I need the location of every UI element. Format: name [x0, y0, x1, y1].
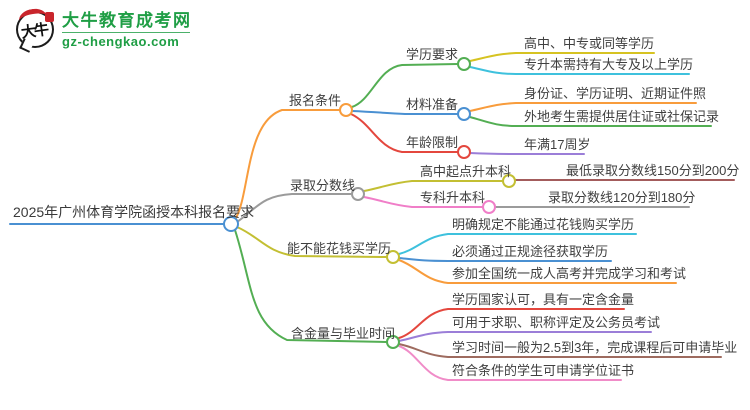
node-circle-education-requirement: [457, 57, 471, 71]
branch-can-money-buy-degree: 能不能花钱买学历: [287, 241, 392, 256]
edge-enrollment-conditions: [235, 109, 341, 219]
leaf-highschool-equivalent: 高中、中专或同等学历: [524, 36, 655, 51]
site-name: 大牛教育成考网: [62, 11, 192, 30]
edge-college-to-bachelor: [363, 196, 483, 208]
leaf-residence-proof: 外地考生需提供居住证或社保记录: [524, 109, 720, 124]
node-material-preparation: 材料准备: [406, 97, 459, 112]
site-logo[interactable]: 大牛 大牛教育成考网 gz-chengkao.com: [16, 6, 192, 49]
leaf-score-150-200: 最低录取分数线150分到200分: [566, 163, 740, 178]
node-circle-college-to-bachelor: [482, 200, 496, 214]
edge-leaf-residence-proof: [469, 116, 712, 127]
leaf-job-title-civil-exam: 可用于求职、职称评定及公务员考试: [452, 315, 661, 330]
edge-leaf-national-exam: [398, 259, 677, 284]
leaf-formal-channels: 必须通过正规途径获取学历: [452, 244, 609, 259]
leaf-cannot-buy-degree: 明确规定不能通过花钱购买学历: [452, 217, 635, 232]
branch-admission-score-line: 录取分数线: [290, 178, 356, 193]
logo-bubble-icon: 大牛: [16, 6, 54, 48]
logo-divider: [62, 32, 190, 33]
node-circle-value-and-graduation-time: [386, 335, 400, 349]
branch-value-and-graduation-time: 含金量与毕业时间: [291, 326, 396, 341]
leaf-state-recognized: 学历国家认可，具有一定含金量: [452, 292, 635, 307]
leaf-degree-certificate: 符合条件的学生可申请学位证书: [452, 363, 635, 378]
edge-leaf-cannot-buy-degree: [398, 233, 637, 255]
edge-admission-score-line: [236, 193, 352, 223]
node-circle-root: [223, 216, 239, 232]
node-circle-highschool-to-bachelor: [502, 174, 516, 188]
leaf-national-exam: 参加全国统一成人高考并完成学习和考试: [452, 266, 687, 281]
leaf-study-duration: 学习时间一般为2.5到3年，完成课程后可申请毕业: [452, 340, 738, 355]
edge-leaf-age-17: [469, 152, 585, 155]
node-circle-can-money-buy-degree: [386, 250, 400, 264]
leaf-college-diploma-needed: 专升本需持有大专及以上学历: [524, 57, 694, 72]
edge-age-limit: [350, 113, 459, 153]
node-circle-admission-score-line: [351, 187, 365, 201]
site-url: gz-chengkao.com: [62, 34, 180, 49]
node-circle-material-preparation: [457, 107, 471, 121]
edge-leaf-id-documents: [469, 102, 697, 112]
node-circle-age-limit: [457, 145, 471, 159]
node-circle-enrollment-conditions: [339, 103, 353, 117]
node-college-to-bachelor: 专科升本科: [420, 190, 486, 205]
edge-leaf-college-diploma-needed: [469, 66, 690, 75]
node-age-limit: 年龄限制: [406, 135, 459, 150]
edge-leaf-job-title-civil-exam: [398, 331, 652, 342]
edge-value-and-graduation-time: [234, 229, 387, 343]
leaf-age-17: 年满17周岁: [524, 137, 591, 152]
root-topic-label: 2025年广州体育学院函授本科报名要求: [13, 204, 255, 220]
edge-leaf-state-recognized: [398, 308, 625, 339]
edge-material-preparation: [351, 110, 459, 115]
leaf-score-120-180: 录取分数线120分到180分: [548, 190, 696, 205]
edge-can-money-buy-degree: [236, 226, 387, 258]
logo-text-block: 大牛教育成考网 gz-chengkao.com: [62, 11, 192, 49]
edge-leaf-study-duration: [398, 343, 722, 358]
node-highschool-to-bachelor: 高中起点升本科: [420, 164, 512, 179]
edge-highschool-to-bachelor: [363, 180, 503, 192]
leaf-id-documents: 身份证、学历证明、近期证件照: [524, 86, 707, 101]
node-education-requirement: 学历要求: [406, 47, 459, 62]
logo-red-seal: [45, 12, 54, 22]
edge-leaf-formal-channels: [398, 257, 612, 262]
edge-leaf-highschool-equivalent: [469, 52, 655, 62]
edge-leaf-degree-certificate: [398, 345, 622, 381]
branch-enrollment-conditions: 报名条件: [289, 93, 342, 108]
edge-education-requirement: [351, 63, 459, 108]
